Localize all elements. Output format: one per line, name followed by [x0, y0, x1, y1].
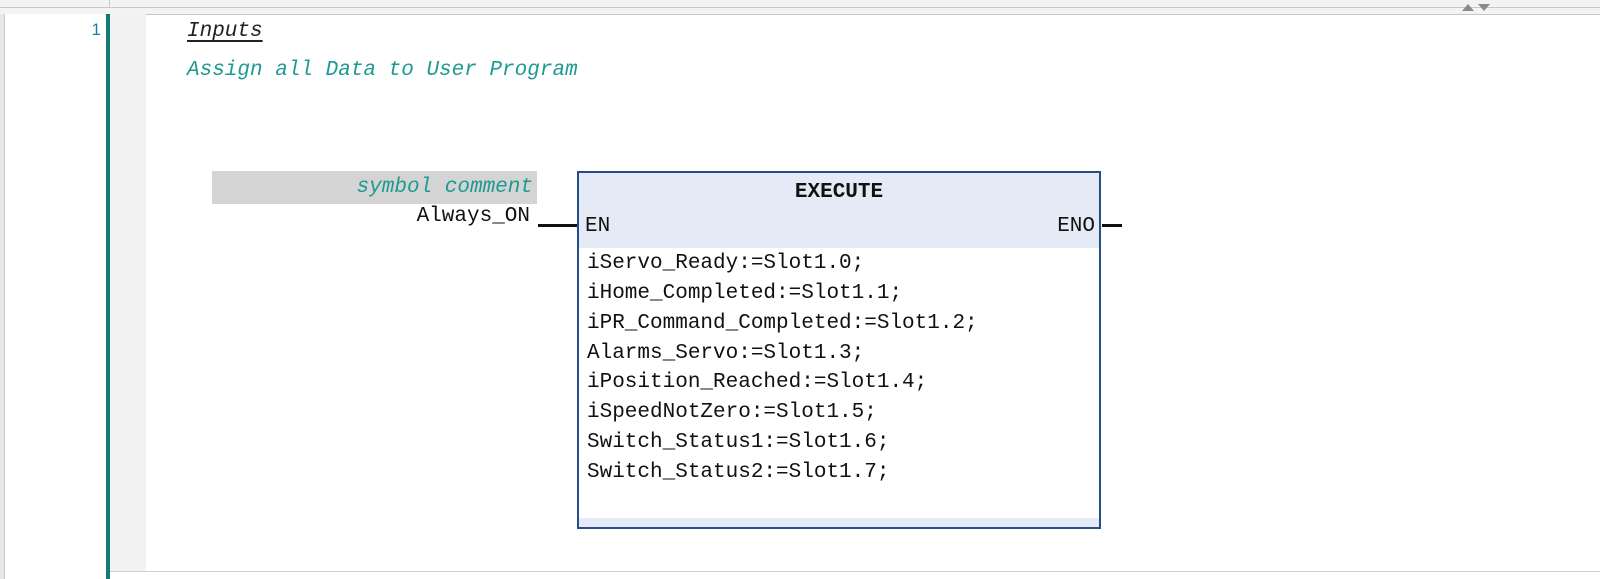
network-comment[interactable]: Assign all Data to User Program: [187, 59, 578, 82]
code-line[interactable]: iSpeedNotZero:=Slot1.5;: [587, 401, 877, 424]
rung-left-margin: [110, 14, 146, 572]
block-title: EXECUTE: [794, 181, 884, 204]
scroll-buttons: [1462, 1, 1490, 13]
code-line[interactable]: Alarms_Servo:=Slot1.3;: [587, 342, 865, 365]
code-line[interactable]: iPR_Command_Completed:=Slot1.2;: [587, 312, 978, 335]
contact-operand[interactable]: Always_ON: [416, 205, 530, 228]
editor-top-bar: [0, 0, 1600, 15]
code-line[interactable]: iServo_Ready:=Slot1.0;: [587, 252, 865, 275]
code-line[interactable]: Switch_Status2:=Slot1.7;: [587, 461, 890, 484]
pin-eno[interactable]: ENO: [1057, 215, 1095, 238]
network-number[interactable]: 1: [91, 20, 101, 39]
triangle-down-icon[interactable]: [1478, 3, 1490, 11]
execute-block[interactable]: EXECUTE EN ENO iServo_Ready:=Slot1.0; iH…: [577, 171, 1101, 529]
gutter-divider: [109, 0, 110, 8]
line-number-gutter: 1: [5, 14, 105, 579]
network-bottom-border: [110, 571, 1600, 572]
code-line[interactable]: iPosition_Reached:=Slot1.4;: [587, 371, 928, 394]
code-line[interactable]: Switch_Status1:=Slot1.6;: [587, 431, 890, 454]
editor-left-frame: [0, 14, 5, 579]
symbol-comment[interactable]: symbol comment: [212, 171, 537, 204]
output-wire: [1102, 224, 1122, 227]
block-code-area[interactable]: iServo_Ready:=Slot1.0; iHome_Completed:=…: [579, 248, 1099, 518]
pin-en[interactable]: EN: [585, 215, 611, 238]
top-bar-divider-line: [0, 7, 1600, 8]
input-wire: [538, 224, 578, 227]
network-selection-bar: [106, 14, 110, 579]
network-title[interactable]: Inputs: [187, 20, 263, 43]
code-line[interactable]: iHome_Completed:=Slot1.1;: [587, 282, 903, 305]
triangle-up-icon[interactable]: [1462, 3, 1474, 11]
